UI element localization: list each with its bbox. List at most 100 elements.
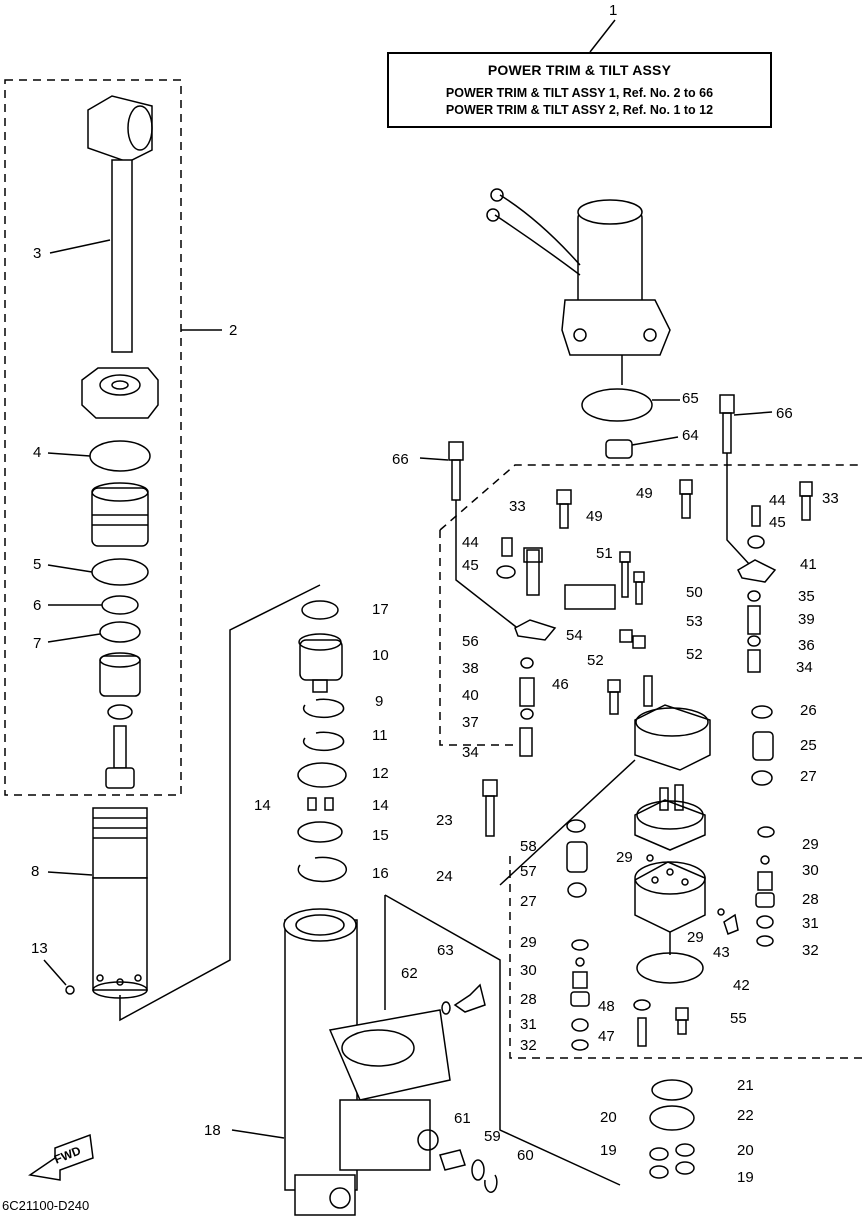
callout-55: 55 (730, 1010, 747, 1027)
part-59-o-ring (471, 1159, 485, 1181)
callout-59: 59 (484, 1128, 501, 1145)
part-6-o-ring (101, 595, 139, 615)
callout-20b: 20 (737, 1142, 754, 1159)
callout-32b: 32 (520, 1037, 537, 1054)
callout-28b: 28 (520, 991, 537, 1008)
part-4-o-ring (89, 440, 151, 472)
callout-29a: 29 (802, 836, 819, 853)
callout-61: 61 (454, 1110, 471, 1127)
callout-47: 47 (598, 1028, 615, 1045)
callout-44a: 44 (769, 492, 786, 509)
callout-29c: 29 (687, 929, 704, 946)
part-2-small-washer (107, 704, 133, 720)
callout-54: 54 (566, 627, 583, 644)
assy-2-dashed-border (4, 79, 182, 796)
callout-31b: 31 (520, 1016, 537, 1033)
part-18-main-body (231, 894, 621, 1216)
part-63-plug (453, 983, 486, 1013)
callout-65: 65 (682, 390, 699, 407)
callout-6: 6 (33, 597, 42, 614)
callout-46: 46 (552, 676, 569, 693)
callout-44b: 44 (462, 534, 479, 551)
callout-30a: 30 (802, 862, 819, 879)
callout-3: 3 (33, 245, 42, 262)
part-24-valve-block (499, 704, 711, 984)
part-66-bolt-left (419, 441, 521, 631)
small-parts (482, 479, 813, 1179)
callout-37: 37 (462, 714, 479, 731)
callout-1: 1 (609, 2, 618, 19)
part-8-tilt-cylinder (47, 807, 148, 999)
callout-7: 7 (33, 635, 42, 652)
part-60-clip (484, 1174, 498, 1193)
callout-52b: 52 (686, 646, 703, 663)
callout-58: 58 (520, 838, 537, 855)
callout-52a: 52 (587, 652, 604, 669)
callout-51: 51 (596, 545, 613, 562)
part-66-bolt-right (719, 394, 773, 566)
leader-1 (589, 19, 616, 53)
valve-group-dashed-border-right (509, 850, 862, 1059)
callout-35: 35 (798, 588, 815, 605)
callout-10: 10 (372, 647, 389, 664)
fwd-arrow-icon (28, 1133, 94, 1181)
callout-56: 56 (462, 633, 479, 650)
callout-50: 50 (686, 584, 703, 601)
part-2-valve-body (91, 482, 149, 547)
callout-24: 24 (436, 868, 453, 885)
callout-21: 21 (737, 1077, 754, 1094)
callout-33a: 33 (822, 490, 839, 507)
callout-41: 41 (800, 556, 817, 573)
callout-31a: 31 (802, 915, 819, 932)
part-64-coupling (605, 439, 633, 459)
callout-57: 57 (520, 863, 537, 880)
assembly-ref-1: POWER TRIM & TILT ASSY 1, Ref. No. 2 to … (445, 86, 714, 100)
part-2-pin (105, 725, 135, 789)
callout-34b: 34 (462, 744, 479, 761)
callout-20a: 20 (600, 1109, 617, 1126)
callout-12: 12 (372, 765, 389, 782)
callout-45b: 45 (462, 557, 479, 574)
callout-49a: 49 (636, 485, 653, 502)
valve-group-dashed-border-left (439, 530, 515, 746)
leader-assy-lines (119, 584, 321, 1022)
callout-9: 9 (375, 693, 384, 710)
callout-66a: 66 (776, 405, 793, 422)
callout-22: 22 (737, 1107, 754, 1124)
diagram-code: 6C21100-D240 (2, 1198, 90, 1213)
callout-42: 42 (733, 977, 750, 994)
callout-36: 36 (798, 637, 815, 654)
callout-13: 13 (31, 940, 48, 957)
callout-34a: 34 (796, 659, 813, 676)
callout-40: 40 (462, 687, 479, 704)
callout-64: 64 (682, 427, 699, 444)
assembly-ref-2: POWER TRIM & TILT ASSY 2, Ref. No. 1 to … (445, 103, 714, 117)
callout-48: 48 (598, 998, 615, 1015)
callout-39: 39 (798, 611, 815, 628)
callout-62: 62 (401, 965, 418, 982)
callout-27a: 27 (800, 768, 817, 785)
callout-17: 17 (372, 601, 389, 618)
callout-16: 16 (372, 865, 389, 882)
callout-4: 4 (33, 444, 42, 461)
callout-29b: 29 (616, 849, 633, 866)
callout-28a: 28 (802, 891, 819, 908)
callout-49b: 49 (586, 508, 603, 525)
part-65-o-ring (581, 388, 653, 422)
callout-29d: 29 (520, 934, 537, 951)
callout-33b: 33 (509, 498, 526, 515)
part-62-o-ring (441, 1001, 451, 1015)
callout-38: 38 (462, 660, 479, 677)
motor (486, 188, 671, 385)
valve-group-dashed-border (439, 464, 862, 531)
callout-45a: 45 (769, 514, 786, 531)
callout-14a: 14 (254, 797, 271, 814)
callout-23: 23 (436, 812, 453, 829)
part-5-o-ring (91, 558, 149, 586)
callout-43: 43 (713, 944, 730, 961)
callout-11: 11 (372, 727, 388, 744)
callout-14b: 14 (372, 797, 389, 814)
callout-30b: 30 (520, 962, 537, 979)
callout-60: 60 (517, 1147, 534, 1164)
